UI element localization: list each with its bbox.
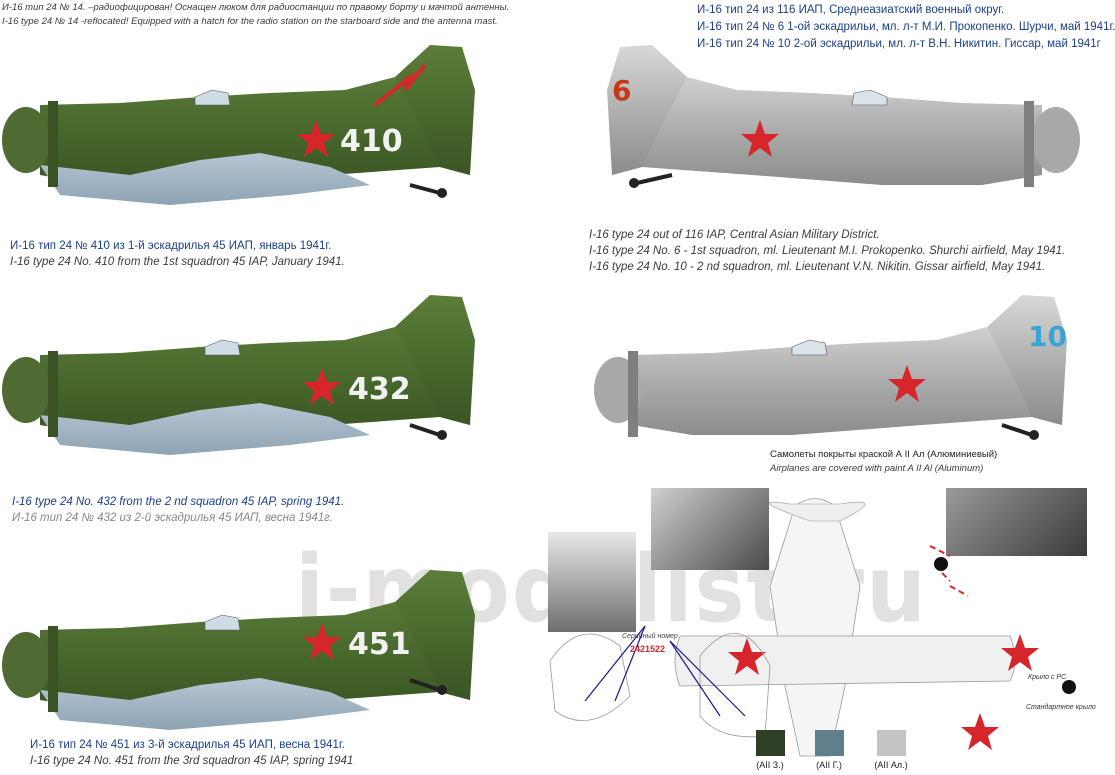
plane-451-caption-ru: И-16 тип 24 № 451 из 3-й эскадрилья 45 И… (30, 739, 345, 751)
top-view-diagram: Серийный номер 2421522 Крыло с РС Станда… (549, 498, 1096, 757)
standard-wing-label: Стандартное крыло (1026, 703, 1096, 711)
plane-6-number: 6 (612, 74, 631, 107)
swatch-aii-z-label: (АII З.) (756, 760, 784, 770)
swatch-aii-g (815, 730, 844, 756)
plane-432-caption-ru: И-16 тип 24 № 432 из 2-й эскадрилья 45 И… (12, 512, 334, 524)
plane-410-profile: 410 (2, 45, 475, 205)
plane-451-profile: 451 (2, 570, 475, 730)
plane-451-caption-en: I-16 type 24 No. 451 from the 3rd squadr… (30, 755, 354, 767)
serial-number: 2421522 (630, 644, 665, 654)
plane-6-profile: 6 (607, 45, 1080, 188)
plane-410-number: 410 (340, 124, 403, 159)
swatch-aii-al (877, 730, 906, 756)
right-caption-line1: I-16 type 24 out of 116 IAP, Central Asi… (589, 229, 880, 241)
top-caption-ru: И-16 тип 24 № 14. –радиофицирован! Оснащ… (2, 2, 510, 13)
paint-note-ru: Самолеты покрыты краской А II Ал (Алюмин… (770, 449, 998, 460)
detail-photo-cockpit-left (548, 532, 636, 632)
detail-photo-wing (946, 488, 1087, 556)
wing-rs-marker (934, 557, 948, 571)
right-header-line2: И-16 тип 24 № 6 1-ой эскадрильи, мл. л-т… (697, 21, 1115, 33)
paint-note-en: Airplanes are covered with paint A II Al… (770, 463, 984, 474)
plane-451-number: 451 (348, 627, 411, 662)
plane-432-caption-en: I-16 type 24 No. 432 from the 2 nd squad… (12, 496, 345, 508)
right-header-line3: И-16 тип 24 № 10 2-ой эскадрильи, мл. л-… (697, 38, 1101, 50)
serial-label: Серийный номер (622, 632, 678, 640)
detail-photo-cockpit (651, 488, 769, 570)
top-caption-en: I-16 type 24 № 14 -reflocated! Equipped … (2, 16, 498, 27)
swatch-aii-g-label: (АII Г.) (816, 760, 842, 770)
wing-rs-label: Крыло с РС (1028, 674, 1067, 681)
right-caption-line2: I-16 type 24 No. 6 - 1st squadron, ml. L… (589, 245, 1066, 257)
swatch-aii-z (756, 730, 785, 756)
right-header-line1: И-16 тип 24 из 116 ИАП, Среднеазиатский … (697, 4, 1005, 16)
plane-10-number: 10 (1028, 320, 1067, 353)
swatch-aii-al-label: (АII Ал.) (874, 760, 908, 770)
plane-410-caption-ru: И-16 тип 24 № 410 из 1-й эскадрилья 45 И… (10, 240, 332, 252)
right-caption-line3: I-16 type 24 No. 10 - 2 nd squadron, ml.… (589, 261, 1046, 273)
plane-10-profile: 10 (594, 295, 1067, 440)
plane-410-caption-en: I-16 type 24 No. 410 from the 1st squadr… (10, 256, 345, 268)
plane-432-profile: 432 (2, 295, 475, 455)
plane-432-number: 432 (348, 372, 411, 407)
